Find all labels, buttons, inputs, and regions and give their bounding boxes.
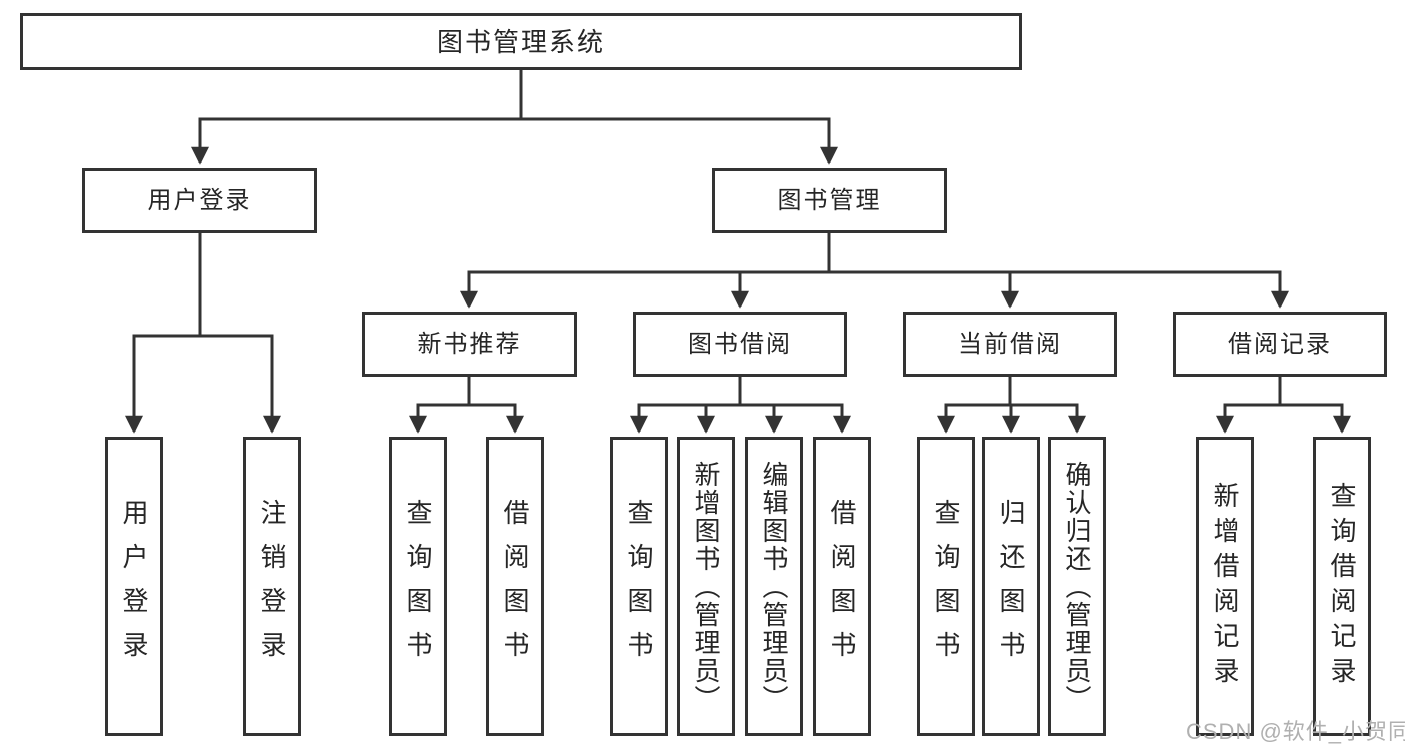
leaf-borrowing-edit-book-admin: 编辑图书（管理员） bbox=[745, 437, 803, 736]
leaf-borrowing-query-book: 查询图书 bbox=[610, 437, 668, 736]
leaf-user-login: 用户登录 bbox=[105, 437, 163, 736]
leaf-borrowing-borrow-book: 借阅图书 bbox=[813, 437, 871, 736]
leaf-current-query-book: 查询图书 bbox=[917, 437, 975, 736]
node-book-borrowing: 图书借阅 bbox=[633, 312, 847, 377]
leaf-logout: 注销登录 bbox=[243, 437, 301, 736]
node-library-system: 图书管理系统 bbox=[20, 13, 1022, 70]
leaf-borrowing-add-book-admin: 新增图书（管理员） bbox=[677, 437, 735, 736]
leaf-newbooks-query-book: 查询图书 bbox=[389, 437, 447, 736]
node-current-borrowing: 当前借阅 bbox=[903, 312, 1117, 377]
node-new-book-recommend: 新书推荐 bbox=[362, 312, 577, 377]
node-user-login: 用户登录 bbox=[82, 168, 317, 233]
leaf-current-return-book: 归还图书 bbox=[982, 437, 1040, 736]
leaf-current-confirm-return-admin: 确认归还（管理员） bbox=[1048, 437, 1106, 736]
connector-trunk-lines bbox=[132, 68, 1344, 407]
node-borrowing-records: 借阅记录 bbox=[1173, 312, 1387, 377]
leaf-records-query-record: 查询借阅记录 bbox=[1313, 437, 1371, 736]
leaf-newbooks-borrow-book: 借阅图书 bbox=[486, 437, 544, 736]
csdn-watermark: CSDN @软件_小贺同学 bbox=[1186, 719, 1405, 744]
node-book-management: 图书管理 bbox=[712, 168, 947, 233]
connector-arrows bbox=[125, 119, 1351, 434]
leaf-records-add-record: 新增借阅记录 bbox=[1196, 437, 1254, 736]
